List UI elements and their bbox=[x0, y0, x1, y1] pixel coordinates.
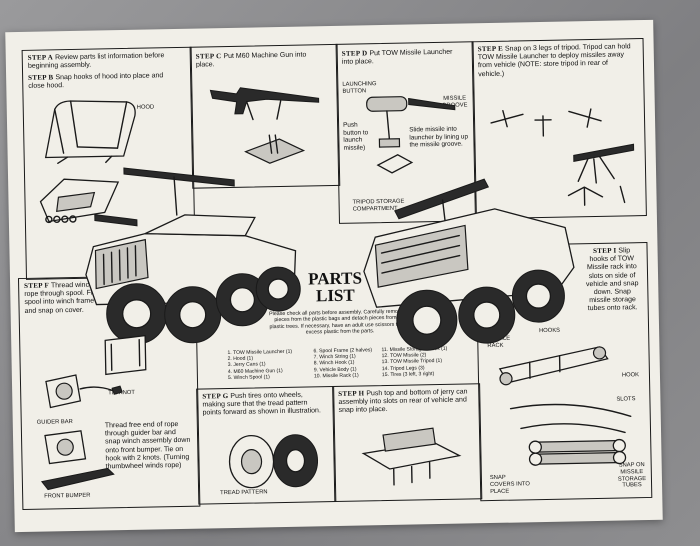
step-i-key: STEP I bbox=[592, 246, 617, 256]
missile-rack-illustration bbox=[498, 346, 632, 466]
part-item: 15. Tires (3 left, 3 right) bbox=[381, 370, 435, 378]
step-b-key: STEP B bbox=[28, 73, 54, 82]
step-c-key: STEP C bbox=[195, 52, 222, 61]
jeep-left-wheels bbox=[106, 266, 301, 345]
tow-launcher-illustration bbox=[366, 96, 456, 174]
step-e-key: STEP E bbox=[477, 44, 504, 54]
step-g-key: STEP G bbox=[202, 392, 229, 401]
machine-gun-illustration bbox=[209, 87, 320, 121]
winch-bumper-illustration bbox=[41, 430, 115, 491]
step-f-key: STEP F bbox=[24, 281, 50, 290]
step-b: STEP B Snap hooks of hood into place and… bbox=[28, 71, 178, 91]
storage-tubes bbox=[528, 438, 627, 466]
step-h-key: STEP H bbox=[338, 389, 365, 398]
jeep-left-illustration bbox=[85, 167, 301, 345]
step-a-key: STEP A bbox=[27, 53, 54, 62]
tire-illustration bbox=[228, 434, 319, 489]
parts-column-1: 1. TOW Missile Launcher (1) 2. Hood (1) … bbox=[227, 349, 292, 381]
step-g: STEP G Push tires onto wheels, making su… bbox=[202, 390, 326, 418]
gun-mount-illustration bbox=[244, 134, 306, 164]
step-i-text: Slip hooks of TOW Missile rack into slot… bbox=[585, 247, 639, 313]
step-i: STEP I Slip hooks of TOW Missile rack in… bbox=[583, 246, 640, 314]
step-d: STEP D Put TOW Missile Launcher into pla… bbox=[342, 48, 462, 68]
step-d-key: STEP D bbox=[341, 49, 368, 58]
jerry-can-illustration bbox=[361, 427, 462, 486]
instruction-sheet: STEP A Review parts list information bef… bbox=[5, 19, 663, 533]
step-h: STEP H Push top and bottom of jerry can … bbox=[338, 387, 470, 415]
hood-illustration bbox=[44, 100, 136, 164]
jeep-right-illustration bbox=[363, 178, 575, 351]
jeep-right-wheels bbox=[396, 269, 565, 351]
step-e: STEP E Snap on 3 legs of tripod. Tripod … bbox=[478, 42, 635, 79]
part-item: 5. Winch Spool (1) bbox=[227, 374, 270, 381]
step-c: STEP C Put M60 Machine Gun into place. bbox=[196, 50, 326, 70]
part-item: 10. Missile Rack (1) bbox=[313, 372, 359, 380]
winch-spool-illustration bbox=[45, 334, 147, 409]
tripod-legs-illustration bbox=[490, 108, 635, 206]
step-a: STEP A Review parts list information bef… bbox=[28, 51, 178, 71]
engine-grille-illustration bbox=[39, 178, 120, 224]
